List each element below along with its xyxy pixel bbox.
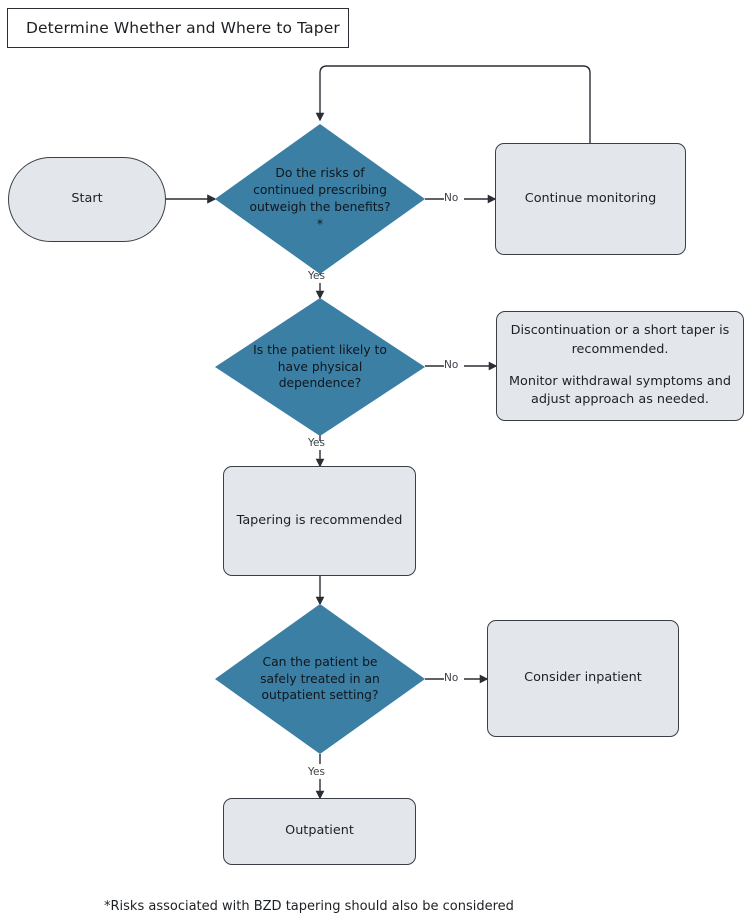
node-discontinuation-body: Discontinuation or a short taper is reco… (509, 322, 731, 409)
node-discontinuation[interactable]: Discontinuation or a short taper is reco… (496, 311, 744, 421)
footnote: *Risks associated with BZD tapering shou… (104, 899, 514, 914)
page-title-text: Determine Whether and Where to Taper (26, 19, 340, 37)
node-discontinuation-paragraph-1: Discontinuation or a short taper is reco… (510, 323, 730, 357)
edge-label-risks-no: No (444, 192, 459, 204)
page-title: Determine Whether and Where to Taper (7, 8, 349, 48)
node-continue-monitoring-label: Continue monitoring (524, 190, 657, 206)
node-tapering-recommended[interactable]: Tapering is recommended (223, 466, 416, 576)
node-discontinuation-paragraph-2: Monitor withdrawal symptoms and adjust a… (509, 373, 731, 408)
node-consider-inpatient[interactable]: Consider inpatient (487, 620, 679, 737)
node-outpatient-label: Outpatient (285, 823, 354, 839)
edge-label-outpatient-yes: Yes (308, 766, 325, 778)
edge-label-outpatient-no: No (444, 672, 459, 684)
node-start[interactable]: Start (8, 157, 166, 242)
node-decision-dependence[interactable]: Is the patient likely to have physical d… (215, 298, 425, 436)
node-tapering-recommended-label: Tapering is recommended (236, 512, 403, 528)
node-consider-inpatient-label: Consider inpatient (524, 670, 642, 686)
decision-outpatient-diamond-shape (215, 604, 425, 754)
decision-dependence-diamond-shape (215, 298, 425, 436)
node-decision-outpatient[interactable]: Can the patient be safely treated in an … (215, 604, 425, 754)
node-continue-monitoring[interactable]: Continue monitoring (495, 143, 686, 255)
node-discontinuation-spacer (509, 360, 731, 373)
node-decision-risks[interactable]: Do the risks of continued prescribing ou… (215, 124, 425, 274)
edge-monitoring-feedback-loop (315, 65, 591, 143)
edge-label-dependence-yes: Yes (308, 437, 325, 449)
edge-label-dependence-no: No (444, 359, 459, 371)
node-outpatient[interactable]: Outpatient (223, 798, 416, 865)
edge-label-risks-yes: Yes (308, 270, 325, 282)
node-start-label: Start (71, 191, 103, 207)
decision-risks-diamond-shape (215, 124, 425, 274)
